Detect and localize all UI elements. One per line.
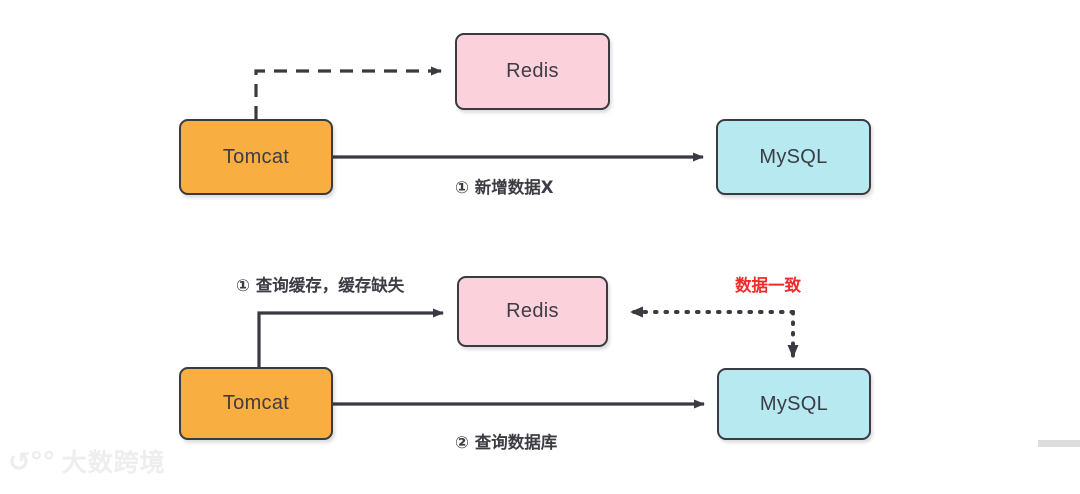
node-label: MySQL <box>759 145 828 168</box>
node-tomcat-read[interactable]: Tomcat <box>179 367 333 440</box>
edge-label-query-cache: ① 查询缓存，缓存缺失 <box>236 276 405 295</box>
watermark: ↺°° 大数跨境 <box>8 449 166 476</box>
node-tomcat-write[interactable]: Tomcat <box>179 119 333 195</box>
node-label: Tomcat <box>222 145 290 168</box>
node-redis-read[interactable]: Redis <box>457 276 608 347</box>
watermark-logo-icon: ↺°° <box>8 447 56 478</box>
node-mysql-write[interactable]: MySQL <box>716 119 871 195</box>
edge-label-consistency: 数据一致 <box>735 276 801 295</box>
connector-tomcat-to-redis-dashed <box>254 66 442 119</box>
edge-label-write-db: ① 新增数据X <box>455 178 554 197</box>
node-redis-write[interactable]: Redis <box>455 33 610 110</box>
node-label: Redis <box>506 300 559 322</box>
node-label: Tomcat <box>222 392 290 414</box>
node-label: MySQL <box>759 392 829 415</box>
edge-label-query-db: ② 查询数据库 <box>455 433 558 452</box>
watermark-text: 大数跨境 <box>61 448 166 477</box>
corner-marker <box>1038 440 1080 447</box>
connector-tomcat-to-redis-query <box>257 308 444 367</box>
node-mysql-read[interactable]: MySQL <box>717 368 871 440</box>
node-label: Redis <box>506 60 559 82</box>
